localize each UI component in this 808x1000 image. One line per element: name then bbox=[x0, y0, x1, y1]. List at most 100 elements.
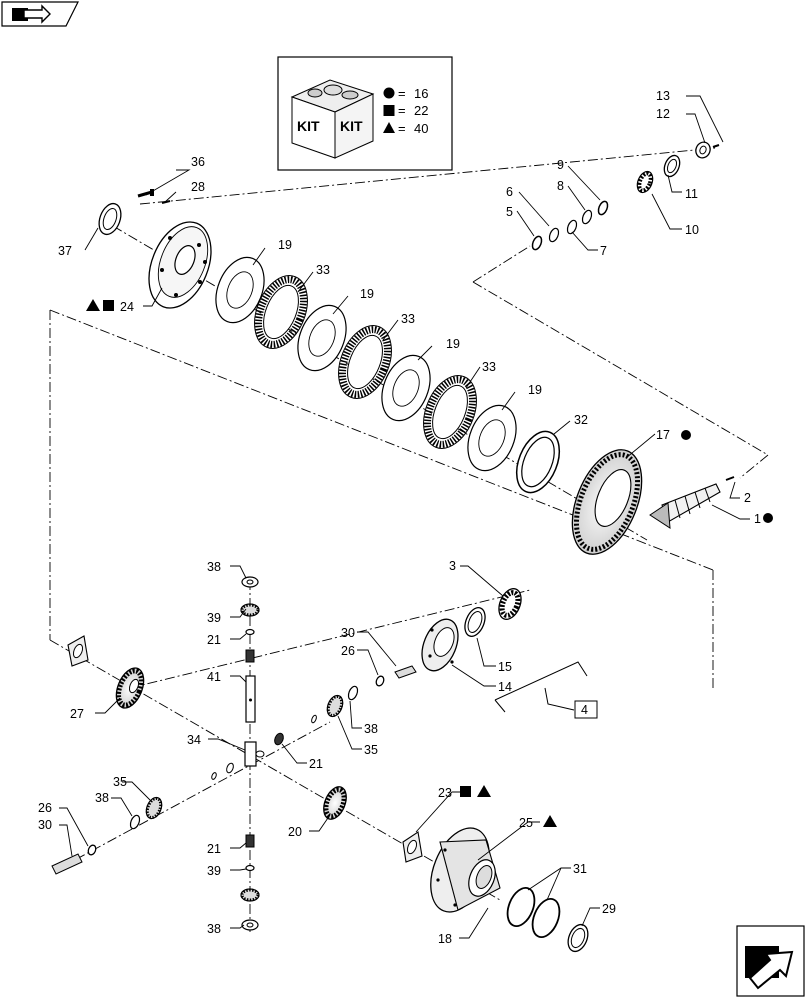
part-31-o-ring bbox=[531, 898, 561, 938]
part-21-bushing bbox=[274, 732, 284, 746]
part-33-steel-disc bbox=[254, 275, 308, 349]
callout-19-b: 19 bbox=[360, 287, 374, 301]
callout-38-a: 38 bbox=[364, 722, 378, 736]
callout-38-b: 38 bbox=[207, 560, 221, 574]
part-35-gear bbox=[240, 603, 260, 617]
callout-15: 15 bbox=[498, 660, 512, 674]
part-12-nut bbox=[695, 141, 711, 159]
nav-next-icon[interactable] bbox=[736, 925, 805, 997]
part-5-ring bbox=[531, 235, 543, 251]
part-41-pin bbox=[245, 675, 256, 723]
part-37-seal bbox=[98, 202, 122, 236]
callout-14: 14 bbox=[498, 680, 512, 694]
part-35-gear bbox=[145, 796, 163, 820]
callout-34: 34 bbox=[187, 733, 201, 747]
part-34-cross bbox=[244, 741, 265, 767]
square-kit-icon bbox=[460, 786, 471, 797]
leader-lines bbox=[59, 95, 750, 939]
callout-6: 6 bbox=[506, 185, 513, 199]
callout-19-d: 19 bbox=[528, 383, 542, 397]
callout-19-c: 19 bbox=[446, 337, 460, 351]
callout-35-b: 35 bbox=[113, 775, 127, 789]
callout-19-a: 19 bbox=[278, 238, 292, 252]
callout-3: 3 bbox=[449, 559, 456, 573]
callout-9: 9 bbox=[557, 158, 564, 172]
callout-18: 18 bbox=[438, 932, 452, 946]
callout-17: 17 bbox=[656, 428, 670, 442]
part-27-side-gear bbox=[115, 667, 145, 709]
nav-back-icon[interactable] bbox=[1, 1, 79, 27]
part-26-bushing bbox=[87, 844, 97, 856]
callout-4-box bbox=[574, 700, 598, 719]
callout-26-a: 26 bbox=[341, 644, 355, 658]
callout-21-a: 21 bbox=[207, 633, 221, 647]
callout-27: 27 bbox=[70, 707, 84, 721]
callout-41: 41 bbox=[207, 670, 221, 684]
callout-23: 23 bbox=[438, 786, 452, 800]
part-19-friction-disc bbox=[215, 256, 265, 324]
part-7-ring bbox=[566, 219, 578, 235]
part-6-ring bbox=[548, 227, 560, 243]
callout-35-a: 35 bbox=[364, 743, 378, 757]
circle-kit-icon bbox=[681, 430, 691, 440]
callout-20: 20 bbox=[288, 825, 302, 839]
part-19-friction-disc bbox=[297, 304, 347, 372]
callout-36: 36 bbox=[191, 155, 205, 169]
circle-symbol-icon bbox=[383, 87, 395, 99]
callout-39-b: 39 bbox=[207, 864, 221, 878]
callout-33-a: 33 bbox=[316, 263, 330, 277]
part-39-ring bbox=[245, 864, 255, 872]
callout-38-c: 38 bbox=[95, 791, 109, 805]
triangle-kit-icon bbox=[477, 785, 491, 797]
part-38-washer bbox=[241, 576, 259, 588]
part-1-pinion-shaft bbox=[649, 483, 721, 529]
kit-box-icon: KIT KIT bbox=[290, 79, 375, 159]
part-washer-small bbox=[311, 714, 317, 724]
kit-word-right: KIT bbox=[340, 118, 363, 134]
callout-30-b: 30 bbox=[38, 818, 52, 832]
triangle-symbol-icon bbox=[383, 122, 395, 133]
kit-eq-3: = bbox=[398, 121, 406, 136]
part-19-friction-disc bbox=[381, 354, 431, 422]
part-26-bushing bbox=[375, 675, 385, 687]
part-9-ring bbox=[597, 200, 609, 216]
callout-7: 7 bbox=[600, 244, 607, 258]
part-35-gear bbox=[240, 888, 260, 902]
kit-square-kit-number: 22 bbox=[414, 103, 428, 118]
callout-24: 24 bbox=[120, 300, 134, 314]
callout-2: 2 bbox=[744, 491, 751, 505]
part-21-bushing bbox=[245, 834, 255, 848]
callout-29: 29 bbox=[602, 902, 616, 916]
part-38-washer bbox=[241, 919, 259, 931]
callout-33-b: 33 bbox=[401, 312, 415, 326]
callout-39-a: 39 bbox=[207, 611, 221, 625]
circle-kit-icon bbox=[763, 513, 773, 523]
callout-28: 28 bbox=[191, 180, 205, 194]
callout-31: 31 bbox=[573, 862, 587, 876]
part-33-steel-disc bbox=[423, 375, 477, 449]
kit-word-left: KIT bbox=[297, 118, 320, 134]
part-2-pin bbox=[725, 476, 735, 481]
callout-21-b: 21 bbox=[309, 757, 323, 771]
square-symbol-icon bbox=[383, 105, 395, 116]
part-32-thrust-ring bbox=[515, 430, 561, 494]
triangle-kit-icon bbox=[86, 299, 100, 311]
kit-triangle-kit-number: 40 bbox=[414, 121, 428, 136]
part-33-steel-disc bbox=[338, 325, 392, 399]
part-39-ring bbox=[245, 628, 255, 636]
callout-labels: 4 37 36 28 24 19 33 19 33 19 33 19 32 17… bbox=[38, 89, 773, 946]
callout-25: 25 bbox=[519, 816, 533, 830]
callout-32: 32 bbox=[574, 413, 588, 427]
part-29-seal bbox=[567, 923, 589, 953]
part-17-crown-gear bbox=[571, 449, 643, 555]
square-kit-icon bbox=[103, 300, 114, 311]
part-21-bushing bbox=[245, 649, 255, 663]
callout-37: 37 bbox=[58, 244, 72, 258]
callout-11: 11 bbox=[685, 187, 698, 201]
part-14-carrier bbox=[421, 618, 459, 672]
callout-30-a: 30 bbox=[341, 626, 355, 640]
callout-26-b: 26 bbox=[38, 801, 52, 815]
part-4-bracket bbox=[494, 661, 588, 713]
callout-1: 1 bbox=[754, 512, 761, 526]
